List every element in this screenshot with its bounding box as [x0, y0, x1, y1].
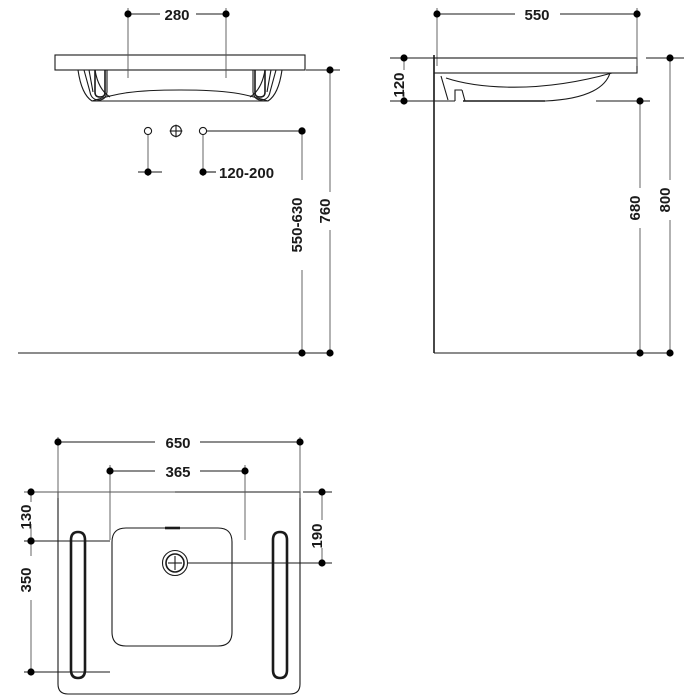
front-counter-slab	[54, 54, 306, 71]
dimension-120-200: 120-200	[199, 165, 274, 182]
dimension-120-label: 120	[391, 72, 408, 97]
side-bowl-profile	[433, 72, 613, 102]
side-elevation-view: 550 120 680 800	[390, 7, 684, 357]
dimension-120: 120	[390, 54, 440, 105]
dimension-650: 650	[54, 435, 304, 498]
dimension-280: 280	[124, 7, 230, 78]
dimension-120-200-label: 120-200	[219, 165, 274, 182]
tap-hole-right-icon	[198, 126, 208, 136]
front-grip-rail-left	[83, 69, 108, 101]
front-elevation-view: 280 120-200	[18, 7, 340, 357]
dimension-280-label: 280	[164, 7, 189, 24]
front-grip-rail-right	[252, 69, 277, 101]
dimension-800: 800	[646, 54, 684, 357]
plan-drain-outlet	[161, 549, 189, 577]
crosshair-marker-icon	[169, 124, 183, 138]
dimension-550: 550	[433, 7, 641, 66]
tap-hole-left-icon	[143, 126, 153, 136]
dimension-550-label: 550	[524, 7, 549, 24]
plan-view: 650 365 130 350	[18, 435, 332, 695]
dimension-190: 190	[188, 488, 332, 567]
plan-grip-rail-left	[69, 530, 87, 680]
dimension-680: 680	[596, 97, 650, 357]
dimension-365: 365	[106, 464, 249, 540]
plan-counter-outline	[57, 491, 301, 695]
dimension-130-label: 130	[18, 504, 35, 529]
dimension-650-label: 650	[165, 435, 190, 452]
plan-bowl-outline	[111, 527, 233, 647]
dimension-550-630: 550-630	[289, 127, 306, 357]
dimension-350-label: 350	[18, 567, 35, 592]
plan-grip-rail-right	[271, 530, 289, 680]
dimension-550-630-label: 550-630	[289, 197, 306, 252]
dimension-760: 760	[306, 66, 340, 357]
dimension-190-label: 190	[309, 523, 326, 548]
dimension-350: 350	[18, 537, 110, 676]
dimension-760-label: 760	[317, 198, 334, 223]
dimension-800-label: 800	[657, 187, 674, 212]
dimension-365-label: 365	[165, 464, 190, 481]
dimension-680-label: 680	[627, 195, 644, 220]
